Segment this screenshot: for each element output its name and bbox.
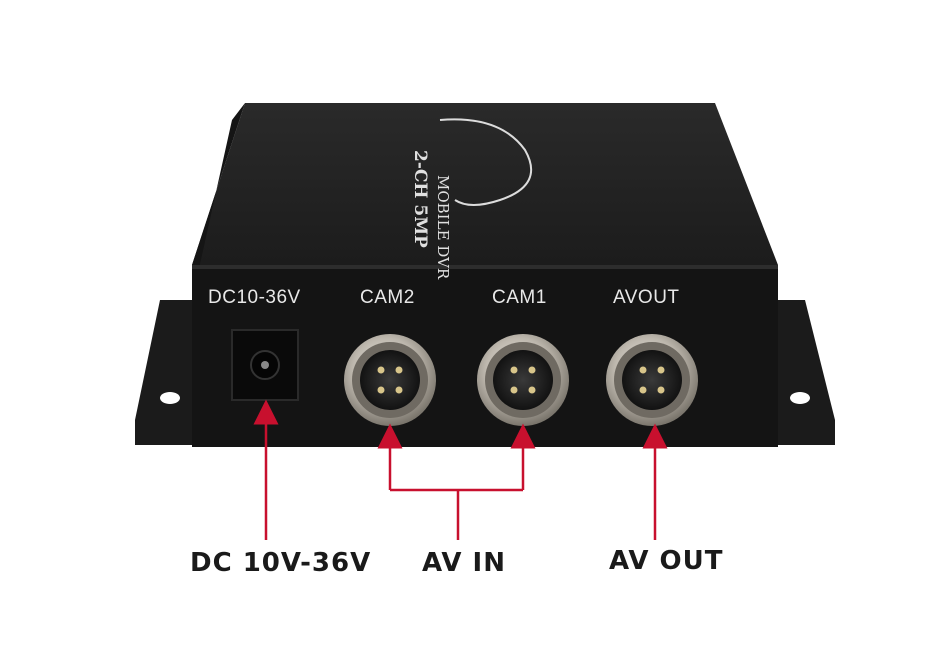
callout-power: DC 10V-36V [190, 548, 372, 578]
label-cam1: CAM1 [492, 287, 547, 308]
right-flange-hole [790, 392, 810, 404]
top-surface [192, 103, 778, 265]
branding-line1: 2-CH 5MP [410, 150, 430, 248]
label-dc-input: DC10-36V [208, 287, 301, 308]
left-flange-hole [160, 392, 180, 404]
branding-swoosh [439, 118, 533, 206]
label-cam2: CAM2 [360, 287, 415, 308]
avout-connector [606, 334, 698, 426]
callout-av-in: AV IN [422, 548, 506, 578]
branding-line2: MOBILE DVR [434, 175, 452, 280]
av-in-arrows [377, 423, 536, 540]
left-flange [135, 300, 195, 445]
cam2-connector [344, 334, 436, 426]
callout-av-out: AV OUT [609, 546, 724, 576]
label-avout: AVOUT [613, 287, 680, 308]
cam1-connector [477, 334, 569, 426]
right-flange [778, 300, 835, 445]
